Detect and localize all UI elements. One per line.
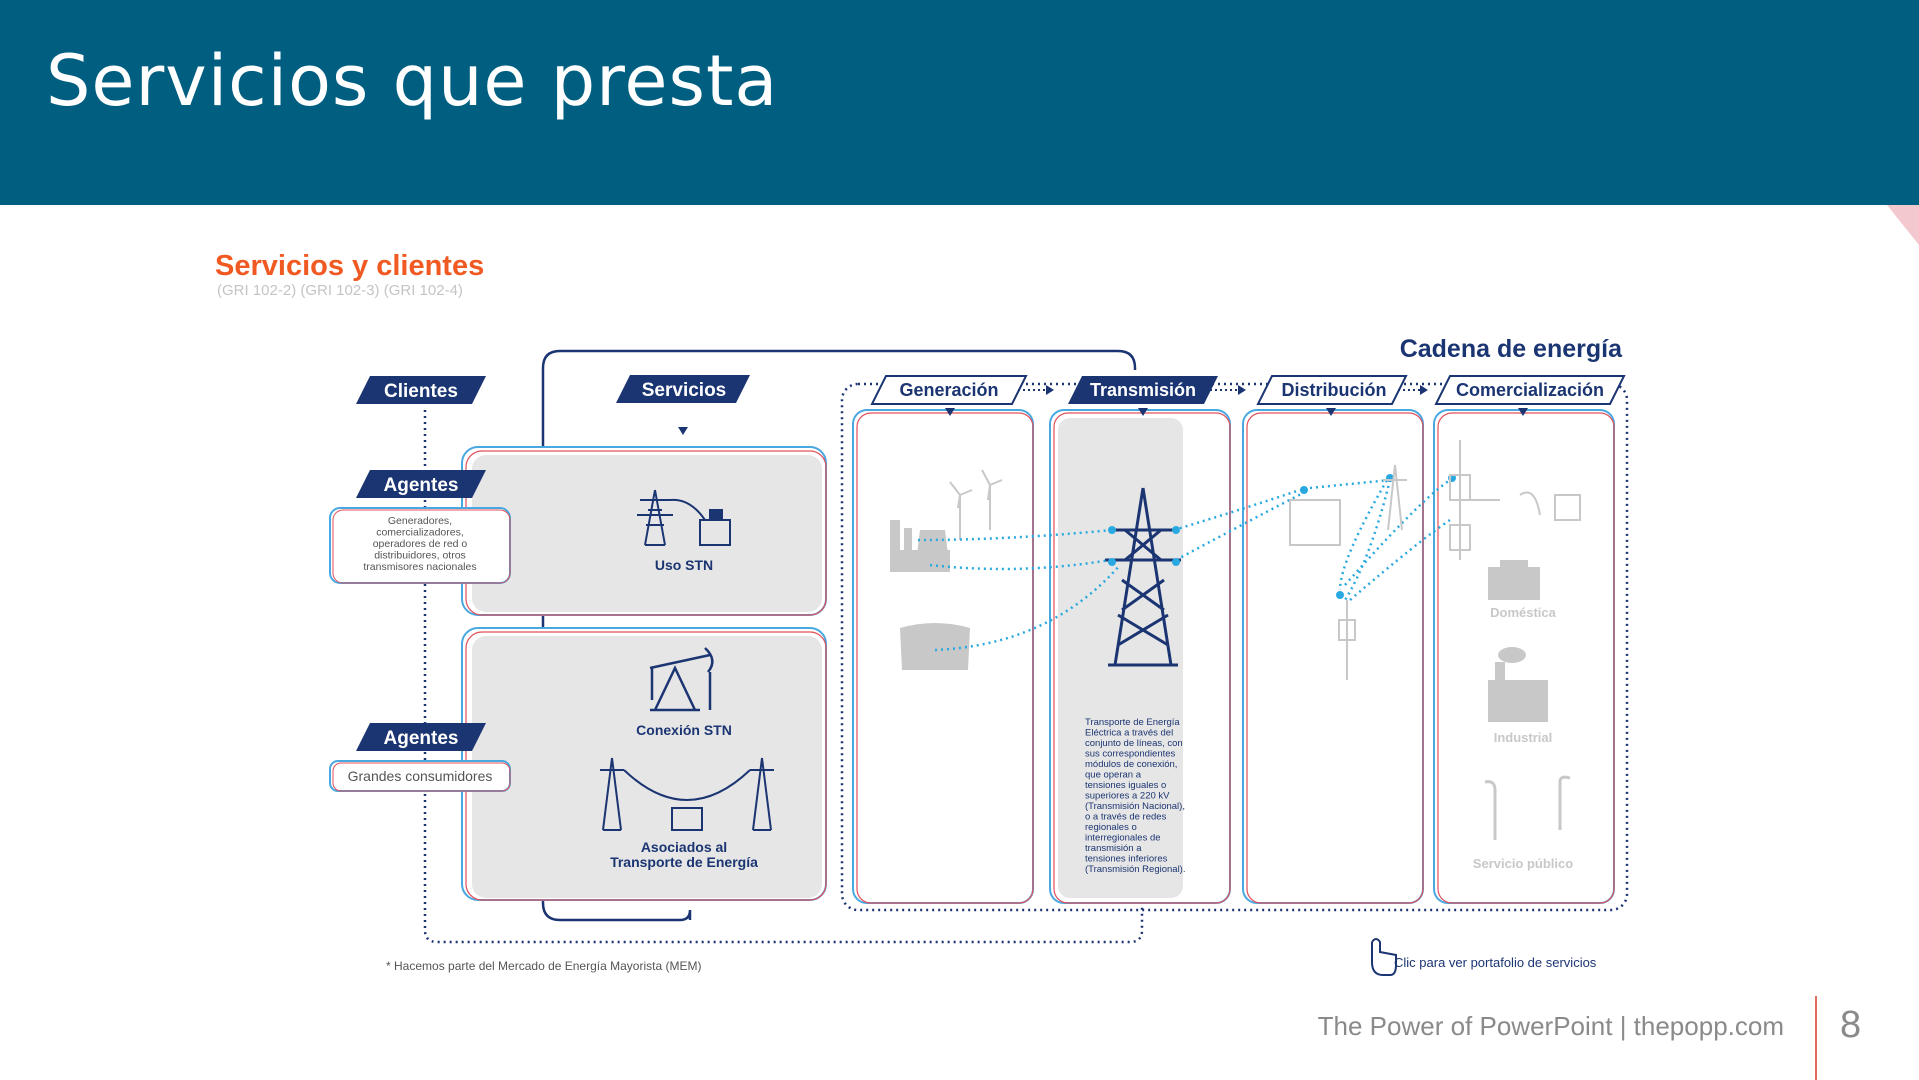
agentes-desc-box-2: Grandes consumidores (329, 760, 511, 792)
stage-transmision[interactable]: Transmisión (1068, 376, 1218, 404)
text-line: Eléctrica a través del (1085, 728, 1173, 739)
agentes-desc-box-1: Generadores,comercializadores,operadores… (329, 507, 511, 584)
text-line: operadores de red o (373, 538, 468, 550)
transmission-tower-icon (1105, 487, 1181, 667)
uso-stn-panel[interactable] (461, 446, 827, 616)
agentes-label-1: Agentes (356, 470, 486, 498)
svg-text:Servicios: Servicios (642, 380, 727, 401)
distribution-substation-icon (1289, 464, 1407, 680)
factory-icon (1488, 647, 1548, 722)
energy-flow-lines (917, 474, 1451, 652)
svg-text:Generación: Generación (899, 380, 998, 400)
pump-jack-icon (649, 647, 714, 712)
domestica-label: Doméstica (1490, 605, 1557, 620)
asociados-label-2: Transporte de Energía (610, 854, 758, 870)
servicios-arrow-icon (678, 427, 688, 435)
hydro-plant-icon (900, 623, 970, 670)
agentes-label-2: Agentes (356, 723, 486, 751)
title-bar: Servicios que presta (0, 0, 1919, 205)
servicio-publico-label: Servicio público (1473, 856, 1573, 871)
page-number: 8 (1840, 1004, 1862, 1046)
text-line: superiores a 220 kV (1085, 791, 1170, 802)
servicios-container (541, 349, 1137, 922)
text-line: Generadores, (388, 515, 452, 527)
text-line: Transporte de Energía (1085, 717, 1180, 728)
servicios-label: Servicios (616, 375, 750, 403)
corner-decoration (1887, 205, 1919, 245)
footnote: * Hacemos parte del Mercado de Energía M… (386, 959, 701, 973)
svg-text:Clientes: Clientes (384, 381, 458, 402)
svg-text:Distribución: Distribución (1281, 380, 1386, 400)
footer-credit: The Power of PowerPoint | thepopp.com (1317, 1011, 1784, 1041)
text-line: conjunto de líneas, con (1085, 738, 1183, 749)
asociados-label-1: Asociados al (641, 839, 727, 855)
svg-text:Transmisión: Transmisión (1090, 380, 1196, 400)
chain-title: Cadena de energía (1400, 335, 1623, 363)
services-diagram: Servicios y clientes (GRI 102-2) (GRI 10… (215, 250, 1629, 976)
agentes-1-description: Generadores,comercializadores,operadores… (363, 515, 476, 573)
text-line: regionales o (1085, 822, 1137, 833)
power-plant-icon (890, 520, 950, 572)
text-line: tensiones iguales o (1085, 780, 1166, 791)
street-light-icon (1484, 775, 1571, 840)
towers-line-icon (600, 757, 774, 831)
slide-title: Servicios que presta (46, 40, 779, 122)
diagram-subtitle: (GRI 102-2) (GRI 102-3) (GRI 102-4) (217, 282, 463, 299)
text-line: tensiones inferiores (1085, 854, 1168, 865)
stage-distribucion[interactable]: Distribución (1256, 375, 1408, 405)
conexion-stn-panel[interactable] (461, 627, 827, 901)
text-line: módulos de conexión, (1085, 759, 1177, 770)
text-line: distribuidores, otros (374, 550, 466, 562)
text-line: comercializadores, (376, 527, 464, 539)
conexion-stn-label: Conexión STN (636, 722, 732, 738)
stage-generacion[interactable]: Generación (870, 375, 1028, 405)
tower-substation-icon (637, 489, 731, 546)
portfolio-link[interactable]: Clic para ver portafolio de servicios (1394, 955, 1597, 970)
svg-text:Agentes: Agentes (384, 728, 459, 749)
diagram-title: Servicios y clientes (215, 250, 484, 282)
footer-divider (1815, 996, 1817, 1080)
arrow-heads (945, 385, 1528, 416)
wind-turbine-icon (949, 469, 1003, 540)
agentes-2-description: Grandes consumidores (348, 768, 493, 784)
text-line: transmisores nacionales (363, 561, 476, 573)
text-line: (Transmisión Nacional), (1085, 801, 1185, 812)
distribucion-panel[interactable] (1242, 409, 1424, 904)
text-line: o a través de redes (1085, 812, 1167, 823)
text-line: interregionales de (1085, 833, 1161, 844)
transmision-panel[interactable] (1049, 409, 1231, 904)
hand-pointer-icon[interactable] (1371, 938, 1397, 976)
industrial-label: Industrial (1494, 730, 1553, 745)
text-line: transmisión a (1085, 843, 1142, 854)
text-line: que operan a (1085, 770, 1142, 781)
svg-text:Comercialización: Comercialización (1456, 380, 1604, 400)
svg-text:Agentes: Agentes (384, 475, 459, 496)
uso-stn-label: Uso STN (655, 557, 713, 573)
clientes-label: Clientes (356, 376, 486, 404)
meter-icons (1449, 440, 1581, 560)
house-icon (1488, 560, 1540, 600)
text-line: sus correspondientes (1085, 749, 1176, 760)
flow-dots (1108, 474, 1456, 599)
stage-comercializacion[interactable]: Comercialización (1434, 375, 1626, 405)
text-line: (Transmisión Regional). (1085, 864, 1186, 875)
